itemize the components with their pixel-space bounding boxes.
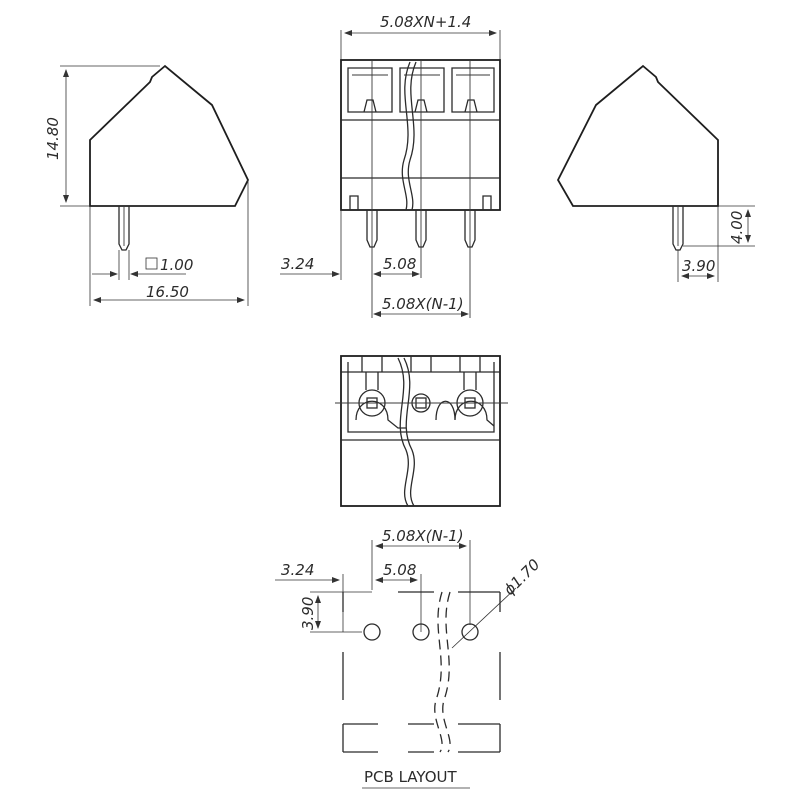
pcb-break-b [442, 591, 451, 753]
dim-depth-label: 16.50 [146, 283, 189, 301]
front-slot-1 [347, 67, 393, 113]
front-slot-3 [451, 67, 495, 113]
top-view-tabs [361, 356, 481, 372]
front-contact-1 [363, 99, 377, 113]
right-side-view: 4.00 3.90 [556, 64, 755, 282]
pin-square-symbol [145, 257, 158, 270]
dim-pin-square-label: 1.00 [160, 256, 193, 274]
left-side-view: 14.80 1.00 16.50 [44, 64, 250, 306]
left-body-outline [89, 64, 250, 207]
top-body-outline [340, 355, 501, 507]
top-break-a [403, 357, 415, 507]
pcb-hole-label: ϕ1.70 [500, 555, 543, 598]
pcb-hole-3 [461, 623, 479, 641]
pcb-offset-label: 3.24 [281, 561, 314, 579]
top-housing-1 [355, 400, 406, 429]
top-view-inner [347, 362, 495, 433]
pcb-title: PCB LAYOUT [364, 768, 458, 786]
screw-guides [365, 372, 477, 390]
pcb-layout: 5.08X(N-1) 3.24 5.08 3.90 ϕ1.70 PCB LAYO… [275, 527, 543, 789]
pcb-pitch-label: 5.08 [383, 561, 416, 579]
right-body-outline [556, 64, 719, 207]
front-view: 5.08XN+1.4 3.24 5.08 5.08X( [280, 13, 501, 318]
dim-span-label: 5.08X(N-1) [382, 295, 464, 313]
dim-pinlen-label: 4.00 [728, 211, 746, 244]
front-break-b [407, 61, 417, 211]
front-feet [349, 195, 492, 210]
pcb-hole-leader [451, 587, 517, 649]
front-body-outline [340, 59, 501, 211]
pcb-hole-1 [363, 623, 381, 641]
dim-pitch-label: 5.08 [383, 255, 416, 273]
dim-setback-label: 3.90 [682, 257, 715, 275]
pcb-row-label: 3.90 [299, 597, 317, 630]
dim-offset-label: 3.24 [281, 255, 314, 273]
pcb-break-a [434, 591, 443, 753]
front-break-a [401, 61, 411, 211]
top-break-b [397, 357, 409, 507]
left-pin [118, 206, 130, 251]
dim-width-label: 5.08XN+1.4 [380, 13, 471, 31]
pcb-span-label: 5.08X(N-1) [382, 527, 464, 545]
front-contact-3 [464, 99, 478, 113]
front-slot-2 [399, 67, 445, 113]
pcb-hole-2 [412, 623, 430, 641]
top-housing-3 [435, 400, 495, 427]
top-view [335, 355, 508, 507]
dim-height-label: 14.80 [44, 117, 62, 160]
pcb-outline [342, 591, 501, 753]
